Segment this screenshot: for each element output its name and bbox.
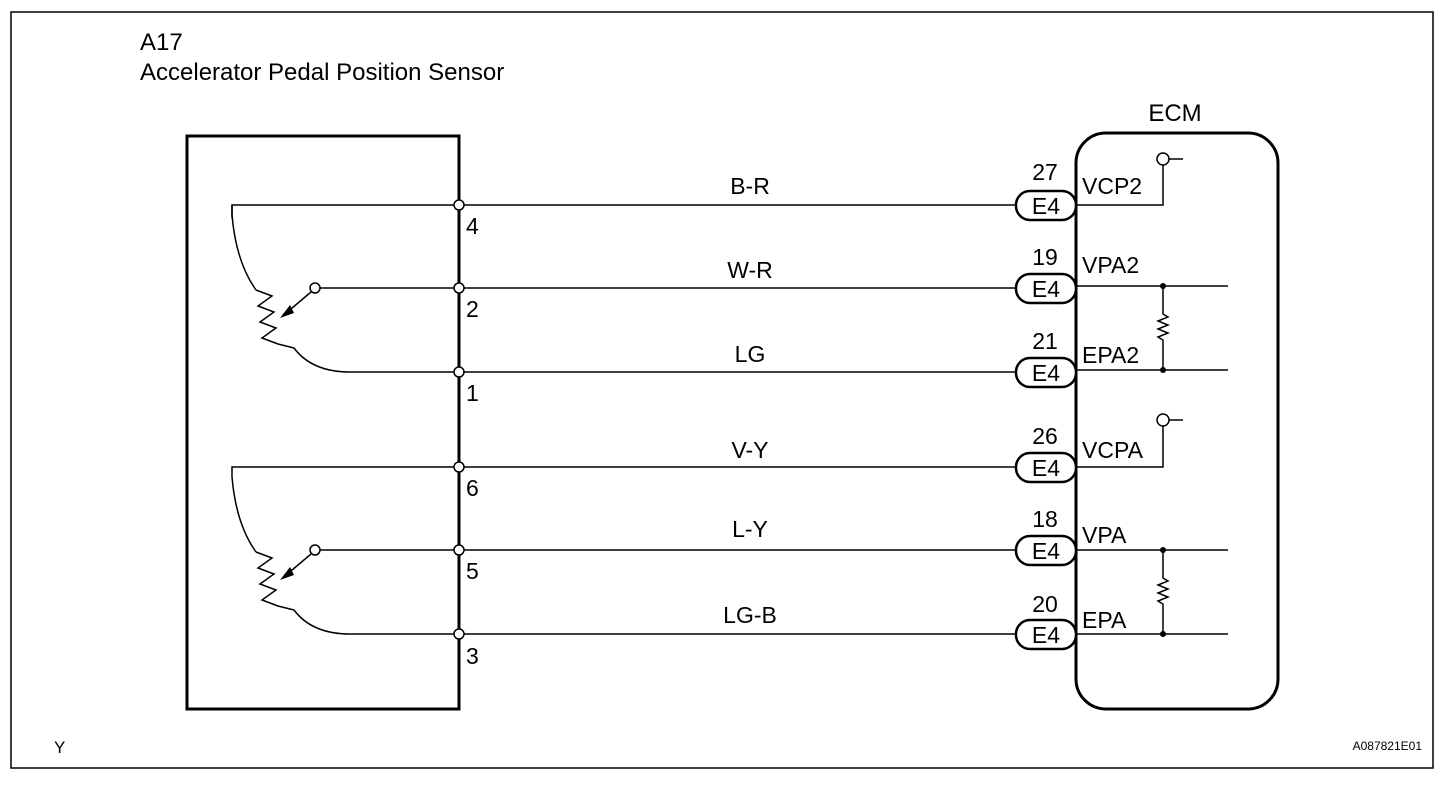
vpa-epa-pullup-resistor	[1155, 550, 1171, 634]
vcpa-supply-terminal	[1156, 413, 1170, 427]
wire-color-label: B-R	[730, 173, 770, 199]
sensor-pin-number: 3	[466, 643, 479, 669]
ecm-box	[1074, 131, 1280, 711]
vcp2-supply-terminal	[1156, 152, 1170, 166]
ecm-vpa2-epa2-circuit	[1076, 283, 1228, 373]
ecm-pin-number: 19	[1032, 244, 1058, 270]
lower-potentiometer	[231, 466, 459, 635]
vcpa-supply-lead	[1076, 426, 1164, 468]
ecm-pin-number: 27	[1032, 159, 1058, 185]
wire-1: 4 B-R 27 E4 VCP2	[453, 159, 1142, 239]
lower-pot-wiper-node	[309, 544, 321, 556]
wire-color-label: LG	[735, 341, 766, 367]
wire-5: 5 L-Y 18 E4 VPA	[453, 506, 1127, 584]
vpa2-epa2-pullup-resistor	[1155, 286, 1171, 370]
wire-color-label: L-Y	[732, 516, 768, 542]
upper-pot-resistor-zigzag	[255, 289, 295, 349]
connector-label: E4	[1032, 455, 1060, 481]
lower-pot-resistor-zigzag	[255, 551, 295, 611]
wire-4: 6 V-Y 26 E4 VCPA	[453, 423, 1144, 501]
connector-e4	[1014, 356, 1078, 389]
sensor-pin-number: 6	[466, 475, 479, 501]
ecm-pin-number: 26	[1032, 423, 1058, 449]
ecm-pin-number: 21	[1032, 328, 1058, 354]
upper-pot-wiper-arrowhead	[280, 305, 294, 318]
sensor-pin-number: 4	[466, 213, 479, 239]
diagram-frame	[10, 11, 1434, 769]
lower-pot-curve-top	[231, 466, 459, 553]
upper-pot-curve-bottom	[293, 347, 459, 373]
connector-label: E4	[1032, 622, 1060, 648]
ecm-terminal-name: EPA	[1082, 607, 1127, 633]
sensor-terminal-node	[453, 282, 465, 294]
wire-color-label: V-Y	[731, 437, 768, 463]
sensor-terminal-node	[453, 544, 465, 556]
footer-figure-code: A087821E01	[1353, 739, 1423, 753]
ecm-pin-number: 18	[1032, 506, 1058, 532]
connector-label: E4	[1032, 276, 1060, 302]
ecm-label: ECM	[1148, 100, 1201, 127]
wire-3: 1 LG 21 E4 EPA2	[453, 328, 1139, 406]
sensor-pin-number: 1	[466, 380, 479, 406]
ecm-vcpa-supply	[1076, 413, 1183, 468]
ecm-terminal-name: VCPA	[1082, 437, 1144, 463]
component-id: A17	[140, 29, 183, 56]
connector-label: E4	[1032, 193, 1060, 219]
ecm-terminal-name: EPA2	[1082, 342, 1139, 368]
wire-color-label: W-R	[727, 257, 773, 283]
ecm-vpa-epa-circuit	[1076, 547, 1228, 637]
sensor-pin-number: 2	[466, 296, 479, 322]
sensor-pin-number: 5	[466, 558, 479, 584]
lower-pot-wiper-arrowhead	[280, 567, 294, 580]
upper-pot-curve-top	[231, 205, 257, 291]
sensor-box	[185, 134, 461, 711]
ecm-terminal-name: VCP2	[1082, 173, 1142, 199]
wire-color-label: LG-B	[723, 602, 777, 628]
vcp2-supply-lead	[1076, 165, 1164, 206]
lower-pot-curve-bottom	[293, 609, 459, 635]
upper-pot-wiper-node	[309, 282, 321, 294]
wire-2: 2 W-R 19 E4 VPA2	[453, 244, 1139, 322]
sensor-terminal-node	[453, 628, 465, 640]
connector-label: E4	[1032, 538, 1060, 564]
ecm-pin-number: 20	[1032, 591, 1058, 617]
upper-pot-supply-lead	[231, 204, 459, 218]
sensor-terminal-node	[453, 366, 465, 378]
sensor-terminal-node	[453, 199, 465, 211]
upper-potentiometer	[231, 204, 459, 373]
sensor-terminal-node	[453, 461, 465, 473]
footer-left-code: Y	[54, 738, 65, 757]
component-name: Accelerator Pedal Position Sensor	[140, 59, 504, 86]
connector-e4	[1014, 272, 1078, 305]
ecm-vcp2-supply	[1076, 152, 1183, 206]
wire-6: 3 LG-B 20 E4 EPA	[453, 591, 1127, 669]
ecm-terminal-name: VPA2	[1082, 252, 1139, 278]
ecm-terminal-name: VPA	[1082, 522, 1127, 548]
connector-label: E4	[1032, 360, 1060, 386]
